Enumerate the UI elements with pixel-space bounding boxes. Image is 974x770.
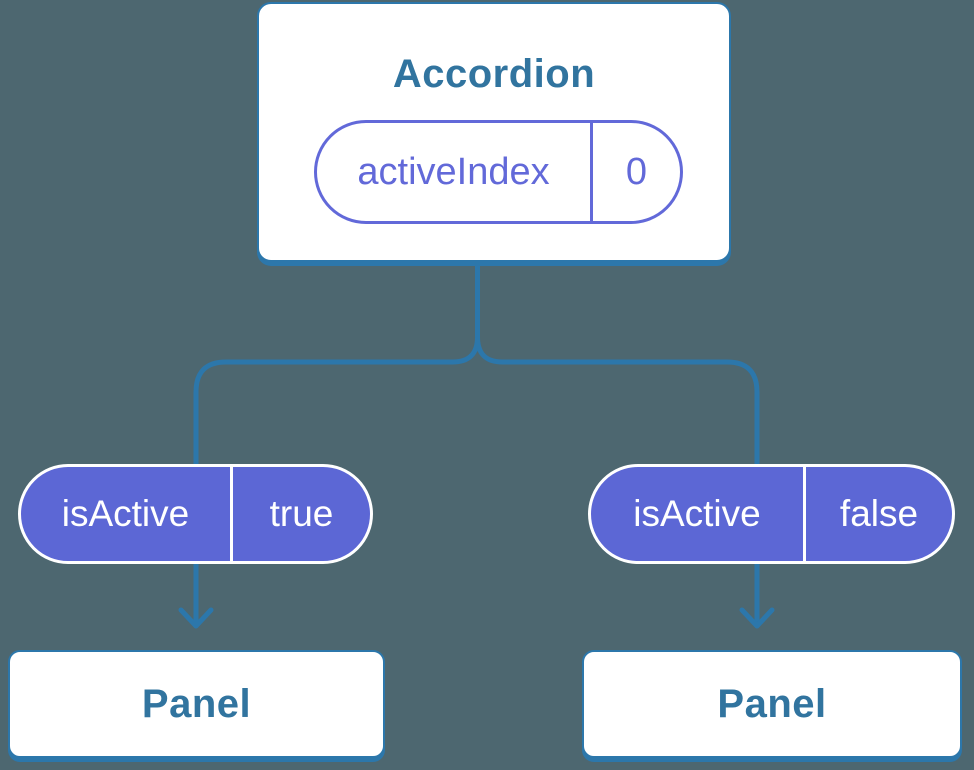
state-pill-value: 0 bbox=[590, 123, 680, 221]
prop-pill-value: true bbox=[230, 467, 370, 561]
prop-pill-label: isActive bbox=[633, 493, 761, 534]
panel-node-right: Panel bbox=[582, 650, 962, 758]
accordion-node: Accordion activeIndex 0 bbox=[257, 2, 731, 262]
panel-node-left: Panel bbox=[8, 650, 385, 758]
accordion-node-title: Accordion bbox=[392, 51, 596, 96]
connector-left-branch bbox=[193, 264, 480, 624]
connector-right-branch bbox=[475, 264, 760, 624]
prop-pill-isactive-true: isActive true bbox=[18, 464, 373, 564]
arrowhead-right-icon bbox=[739, 607, 775, 629]
prop-pill-value: false bbox=[803, 467, 952, 561]
state-pill-label: activeIndex bbox=[357, 150, 550, 193]
arrowhead-left-icon bbox=[178, 607, 214, 629]
prop-pill-isactive-false: isActive false bbox=[588, 464, 955, 564]
state-pill-activeindex: activeIndex 0 bbox=[314, 120, 683, 224]
prop-pill-label: isActive bbox=[61, 493, 190, 534]
